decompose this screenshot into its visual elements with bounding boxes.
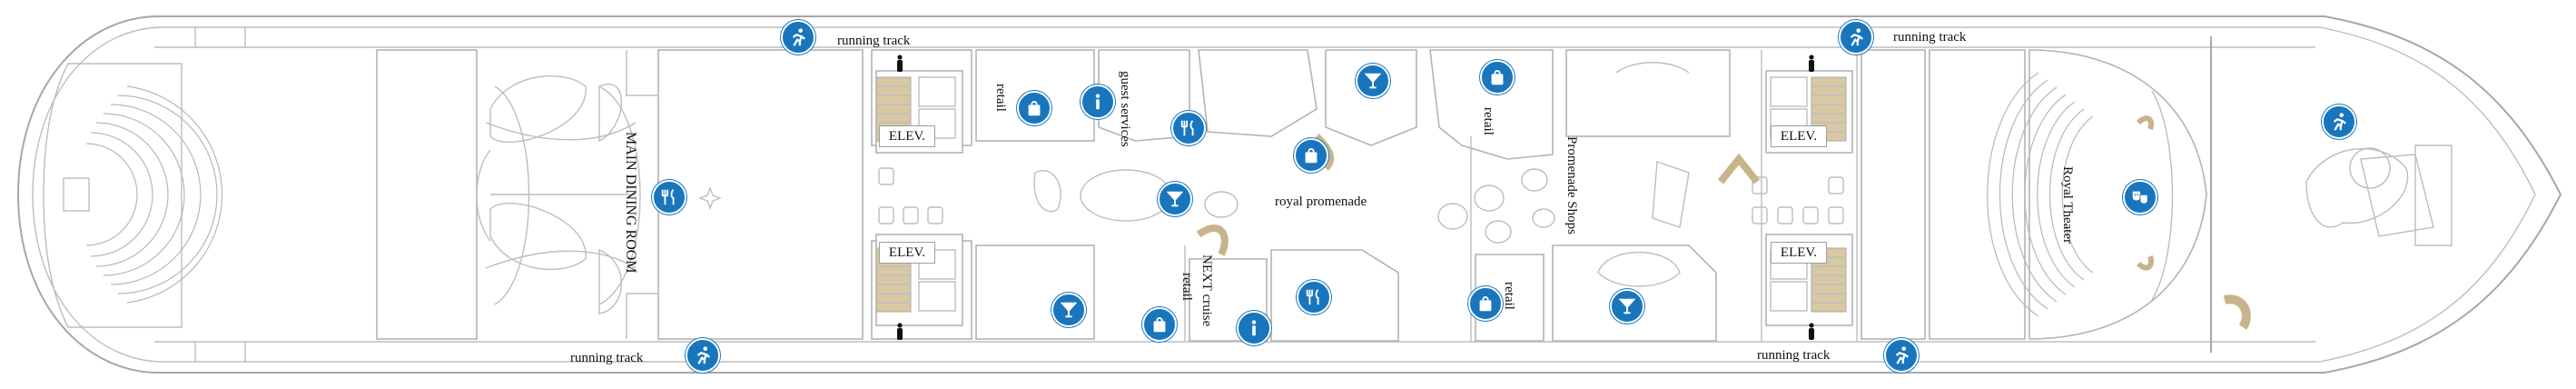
hull-outline — [16, 15, 2562, 374]
running-track-label-top-left: running track — [837, 34, 911, 48]
running-track-label-top-right: running track — [1893, 30, 1967, 45]
running-figure-icon[interactable] — [781, 20, 815, 55]
info-icon[interactable] — [1237, 311, 1271, 345]
running-figure-icon[interactable] — [1884, 338, 1919, 373]
guest-services-label: guest services — [1117, 71, 1132, 147]
running-figure-icon[interactable] — [2322, 105, 2356, 139]
person-icon — [1809, 55, 1814, 72]
running-figure-icon[interactable] — [686, 338, 720, 373]
main-dining-room-label: MAIN DINING ROOM — [622, 132, 638, 274]
hull-inner-outline — [32, 26, 2536, 363]
fork-knife-icon[interactable] — [652, 180, 686, 214]
next-cruise-label: NEXT cruise — [1199, 254, 1214, 327]
royal-theater-label: Royal Theater — [2059, 166, 2075, 244]
elevator-label-aft-bottom: ELEV. — [879, 242, 935, 264]
shopping-bag-icon[interactable] — [1294, 138, 1328, 173]
cocktail-glass-icon[interactable] — [1158, 182, 1192, 216]
theater-masks-icon[interactable] — [2123, 180, 2157, 214]
compass-star-icon — [698, 186, 722, 210]
person-icon — [897, 323, 903, 340]
elevator-label-fwd-top: ELEV. — [1771, 125, 1827, 147]
shopping-bag-icon[interactable] — [1468, 286, 1503, 321]
retail-label-4: retail — [1501, 282, 1516, 310]
retail-label-2: retail — [1480, 107, 1495, 135]
running-figure-icon[interactable] — [1839, 20, 1873, 55]
running-track-label-bottom-right: running track — [1757, 348, 1831, 363]
promenade-shops-label: Promenade Shops — [1564, 136, 1579, 234]
cocktail-glass-icon[interactable] — [1356, 64, 1390, 98]
fork-knife-icon[interactable] — [1171, 111, 1206, 145]
person-icon — [1809, 323, 1814, 340]
elevator-label-aft-top: ELEV. — [879, 125, 935, 147]
retail-label-1: retail — [992, 84, 1008, 112]
retail-label-3: retail — [1179, 273, 1194, 301]
person-icon — [897, 55, 903, 72]
shopping-bag-icon[interactable] — [1142, 307, 1177, 342]
royal-promenade-label: royal promenade — [1275, 194, 1367, 209]
shopping-bag-icon[interactable] — [1480, 60, 1515, 95]
elevator-label-fwd-bottom: ELEV. — [1771, 242, 1827, 264]
running-track-label-bottom-left: running track — [570, 351, 644, 365]
cocktail-glass-icon[interactable] — [1051, 293, 1086, 327]
cocktail-glass-icon[interactable] — [1610, 289, 1644, 324]
info-icon[interactable] — [1081, 85, 1115, 119]
shopping-bag-icon[interactable] — [1017, 91, 1051, 125]
fork-knife-icon[interactable] — [1297, 280, 1331, 314]
